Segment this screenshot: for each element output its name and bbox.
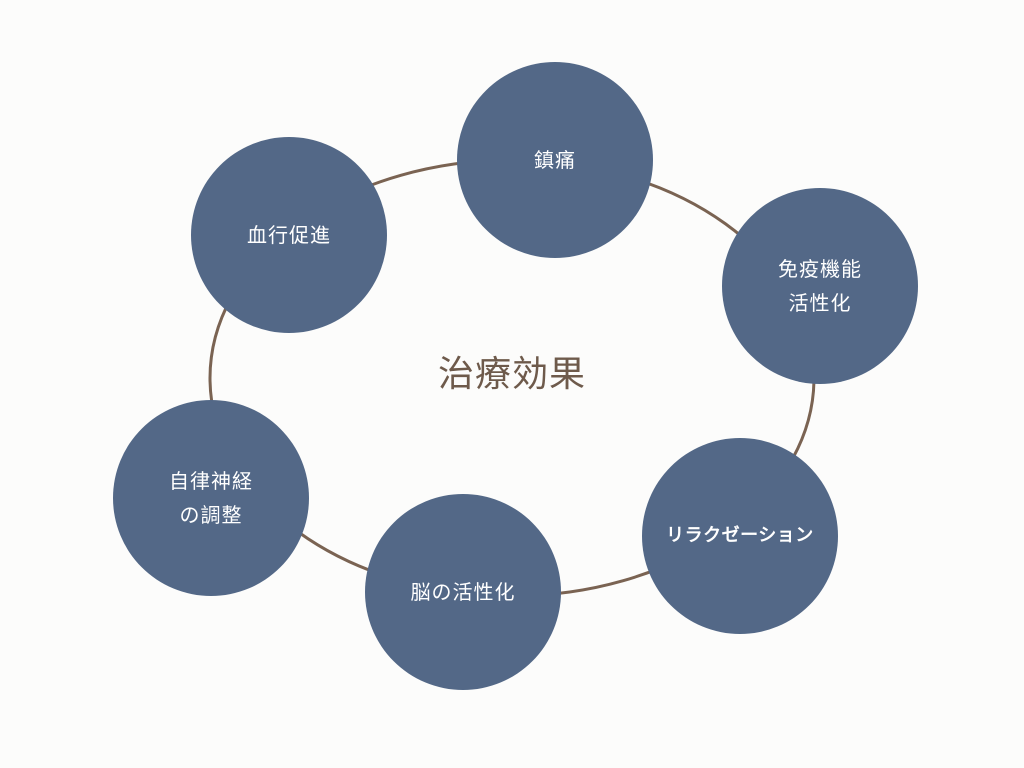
node-jiritsu-label-line2: の調整 xyxy=(179,503,243,527)
node-nou-kasseika: 脳の活性化 xyxy=(365,494,561,690)
node-jiritsu-label-line1: 自律神経 xyxy=(169,469,253,493)
center-title: 治療効果 xyxy=(437,354,586,395)
node-keikou-sokushin: 血行促進 xyxy=(191,137,387,333)
node-chintsu-label: 鎮痛 xyxy=(534,148,576,172)
node-nou-label: 脳の活性化 xyxy=(410,580,516,604)
node-meneki-label-line1: 免疫機能 xyxy=(778,257,862,281)
node-meneki-label-line2: 活性化 xyxy=(788,291,852,315)
node-relaxation-label: リラクゼーション xyxy=(666,525,814,546)
node-meneki-kasseika: 免疫機能 活性化 xyxy=(722,188,918,384)
node-keikou-label: 血行促進 xyxy=(247,223,331,247)
node-relaxation: リラクゼーション xyxy=(642,438,838,634)
node-jiritsu-shinkei: 自律神経 の調整 xyxy=(113,400,309,596)
node-chintsu: 鎮痛 xyxy=(457,62,653,258)
